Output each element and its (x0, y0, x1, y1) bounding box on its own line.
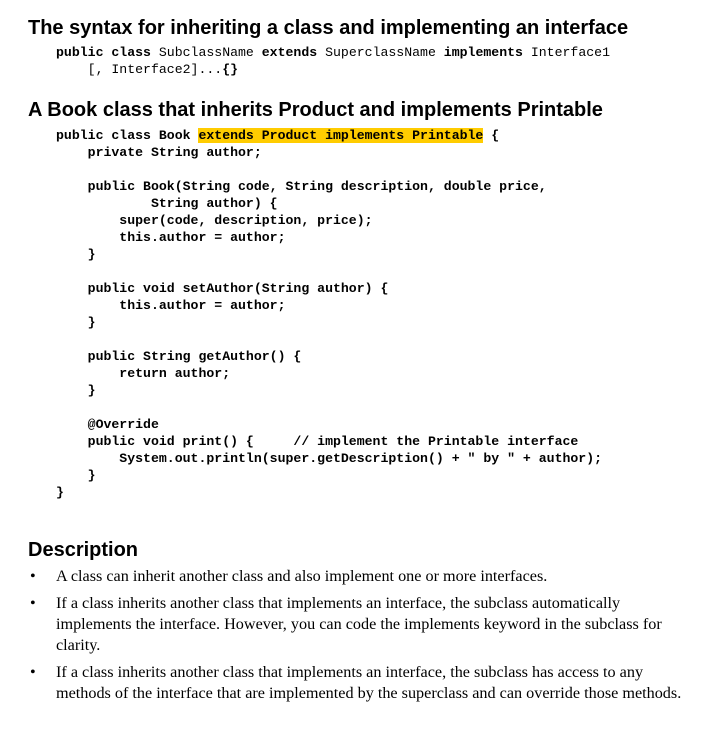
superclass-name-placeholder: SuperclassName (317, 45, 444, 60)
syntax-heading: The syntax for inheriting a class and im… (28, 17, 629, 39)
class-declaration-end: { (483, 128, 500, 143)
description-item-text: A class can inherit another class and al… (56, 567, 548, 585)
optional-interfaces-placeholder: [, Interface2]... (56, 62, 223, 77)
bullet-icon: • (30, 567, 36, 585)
description-list: • A class can inherit another class and a… (28, 566, 688, 710)
description-item-text: If a class inherits another class that i… (56, 663, 682, 702)
book-class-code-block: public class Book extends Product implem… (56, 127, 602, 501)
keyword-extends: extends (261, 45, 318, 60)
description-item: • A class can inherit another class and a… (28, 566, 688, 587)
highlighted-extends-implements: extends Product implements Printable (198, 128, 484, 143)
example-heading: A Book class that inherits Product and i… (28, 99, 603, 121)
description-item: • If a class inherits another class that … (28, 662, 688, 704)
description-heading: Description (28, 539, 139, 561)
syntax-line-2: [, Interface2]...{} (56, 62, 238, 77)
class-declaration-start: public class Book (56, 128, 199, 143)
syntax-line-1: public class SubclassName extends Superc… (56, 45, 610, 60)
class-body-code: private String author; public Book(Strin… (56, 145, 603, 500)
syntax-code-block: public class SubclassName extends Superc… (56, 44, 610, 78)
description-item: • If a class inherits another class that … (28, 593, 688, 656)
bullet-icon: • (30, 594, 36, 612)
description-item-text: If a class inherits another class that i… (56, 594, 662, 654)
bullet-icon: • (30, 663, 36, 681)
interface-name-placeholder: Interface1 (522, 45, 610, 60)
keyword-implements: implements (443, 45, 523, 60)
class-body-braces: {} (222, 62, 239, 77)
keyword-public-class: public class (56, 45, 151, 60)
subclass-name-placeholder: SubclassName (150, 45, 262, 60)
